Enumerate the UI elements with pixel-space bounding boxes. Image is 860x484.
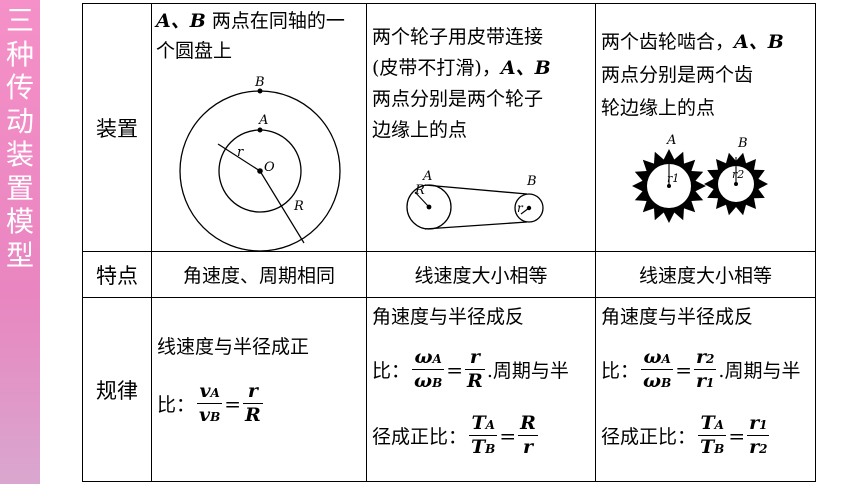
label-a: A <box>258 113 268 128</box>
fraction-ta-tb: TA TB <box>469 412 498 458</box>
belt-desc-line: (皮带不打滑)，A、B <box>372 53 594 84</box>
belt-feature: 线速度大小相等 <box>366 251 596 298</box>
belt-points: A、B <box>500 57 551 79</box>
point-b-dot <box>257 88 263 94</box>
gear-desc-line: 两点分别是两个齿 <box>601 64 754 86</box>
gear-rule: 角速度与半径成反 比： ωA ωB = r2 r1 .周期与半 径成正比： TA… <box>595 297 816 482</box>
fraction-wa-wb: ωA ωB <box>641 346 674 392</box>
gear-rule-line1: 角速度与半径成反 <box>601 306 754 328</box>
sidebar-title: 三 种 传 动 装 置 模 型 <box>0 4 40 272</box>
fraction-r-R: r R <box>465 346 485 392</box>
coaxial-feature: 角速度、周期相同 <box>151 251 367 298</box>
radius-r-line <box>217 143 261 172</box>
sidebar-char: 种 <box>5 37 34 71</box>
feature-row: 特点 角速度、周期相同 线速度大小相等 线速度大小相等 <box>82 251 816 298</box>
coaxial-points: A、B <box>156 10 206 32</box>
sidebar-char: 置 <box>5 171 34 205</box>
belt-rule-formula1: 比： ωA ωB = r R .周期与半 <box>372 346 569 392</box>
big-radius <box>414 191 430 208</box>
coaxial-rule-formula: 比： vA vB = r R <box>157 380 263 426</box>
gear-desc-line: 两个齿轮啮合，A、B <box>601 26 813 59</box>
label-r2: r2 <box>732 168 744 181</box>
coaxial-rule-line1: 线速度与半径成正 <box>157 336 310 358</box>
belt-top <box>424 184 528 195</box>
belt-rule-line1: 角速度与半径成反 <box>372 306 525 328</box>
sidebar-char: 三 <box>5 4 34 37</box>
fraction-va-vb: vA vB <box>197 380 223 426</box>
label-r1: r1 <box>667 172 679 185</box>
gear-rule-formula2: 径成正比： TA TB = r1 r2 <box>601 412 770 458</box>
row-header-rule: 规律 <box>82 297 152 482</box>
fraction-r1-r2: r1 r2 <box>747 412 770 458</box>
label-R: R <box>293 199 304 214</box>
center-dot <box>257 168 263 174</box>
gear-desc-part: 两个齿轮啮合， <box>601 31 735 53</box>
sidebar-char: 型 <box>5 238 34 272</box>
belt-rule-formula2: 径成正比： TA TB = R r <box>372 412 538 458</box>
point-a-dot <box>257 127 263 133</box>
label-r: r <box>517 201 524 215</box>
radius-R-line <box>259 170 305 244</box>
belt-desc-line: 边缘上的点 <box>372 119 468 141</box>
gear-points: A、B <box>734 31 784 53</box>
label-b: B <box>254 75 265 90</box>
label-R: R <box>414 183 425 198</box>
coaxial-text: 两点在同轴的一个圆盘上 <box>156 10 345 62</box>
row-header-feature: 特点 <box>82 251 152 298</box>
gear-rule-formula1: 比： ωA ωB = r2 r1 .周期与半 <box>601 346 801 392</box>
belt-cell: 两个轮子用皮带连接 (皮带不打滑)，A、B 两点分别是两个轮子 边缘上的点 A … <box>366 3 596 252</box>
belt-description: 两个轮子用皮带连接 (皮带不打滑)，A、B 两点分别是两个轮子 边缘上的点 <box>372 22 594 146</box>
sidebar-banner: 三 种 传 动 装 置 模 型 <box>0 0 40 484</box>
sidebar-char: 传 <box>5 71 34 104</box>
sidebar-char: 装 <box>5 138 34 171</box>
device-row: 装置 A、B 两点在同轴的一个圆盘上 B A O r R <box>82 3 816 252</box>
label-b: B <box>737 136 748 151</box>
fraction-ta-tb: TA TB <box>698 412 727 458</box>
row-header-device: 装置 <box>82 3 152 252</box>
big-center <box>426 204 432 210</box>
small-wheel <box>514 193 544 223</box>
belt-desc-part: (皮带不打滑)， <box>372 57 501 79</box>
right-margin <box>818 0 860 484</box>
rule-prefix: 比： <box>157 394 196 416</box>
belt-bottom <box>424 221 528 230</box>
label-r: r <box>237 145 244 160</box>
label-a: A <box>666 133 676 148</box>
belt-diagram: A R B r <box>406 169 544 230</box>
fraction-wa-wb: ωA ωB <box>412 346 445 392</box>
fraction-r-R: r R <box>242 380 263 426</box>
gear-feature: 线速度大小相等 <box>595 251 816 298</box>
belt-rule: 角速度与半径成反 比： ωA ωB = r R .周期与半 径成正比： TA T… <box>366 297 596 482</box>
label-o: O <box>264 160 275 175</box>
coaxial-description: A、B 两点在同轴的一个圆盘上 <box>156 6 361 66</box>
fraction-R-r: R r <box>518 412 538 458</box>
small-center <box>526 205 532 211</box>
gear-cell: 两个齿轮啮合，A、B 两点分别是两个齿 轮边缘上的点 A B r1 r2 <box>595 3 816 252</box>
belt-desc-line: 两个轮子用皮带连接 <box>372 26 544 48</box>
transmission-table: 装置 A、B 两点在同轴的一个圆盘上 B A O r R <box>82 3 816 482</box>
gear-diagram: A B r1 r2 <box>632 133 768 223</box>
gear-desc-line: 轮边缘上的点 <box>601 97 716 119</box>
fraction-r2-r1: r2 r1 <box>694 346 717 392</box>
coaxial-disc-diagram: B A O r R <box>179 75 341 252</box>
sidebar-char: 动 <box>5 104 34 138</box>
gear-description: 两个齿轮啮合，A、B 两点分别是两个齿 轮边缘上的点 <box>601 26 813 125</box>
label-b: B <box>526 174 537 189</box>
belt-desc-line: 两点分别是两个轮子 <box>372 88 544 110</box>
coaxial-rule: 线速度与半径成正 比： vA vB = r R <box>151 297 367 482</box>
rule-row: 规律 线速度与半径成正 比： vA vB = r R 角速度与半径成反 比： <box>82 297 816 482</box>
label-a: A <box>422 169 432 184</box>
coaxial-cell: A、B 两点在同轴的一个圆盘上 B A O r R <box>151 3 367 252</box>
sidebar-char: 模 <box>5 205 34 238</box>
